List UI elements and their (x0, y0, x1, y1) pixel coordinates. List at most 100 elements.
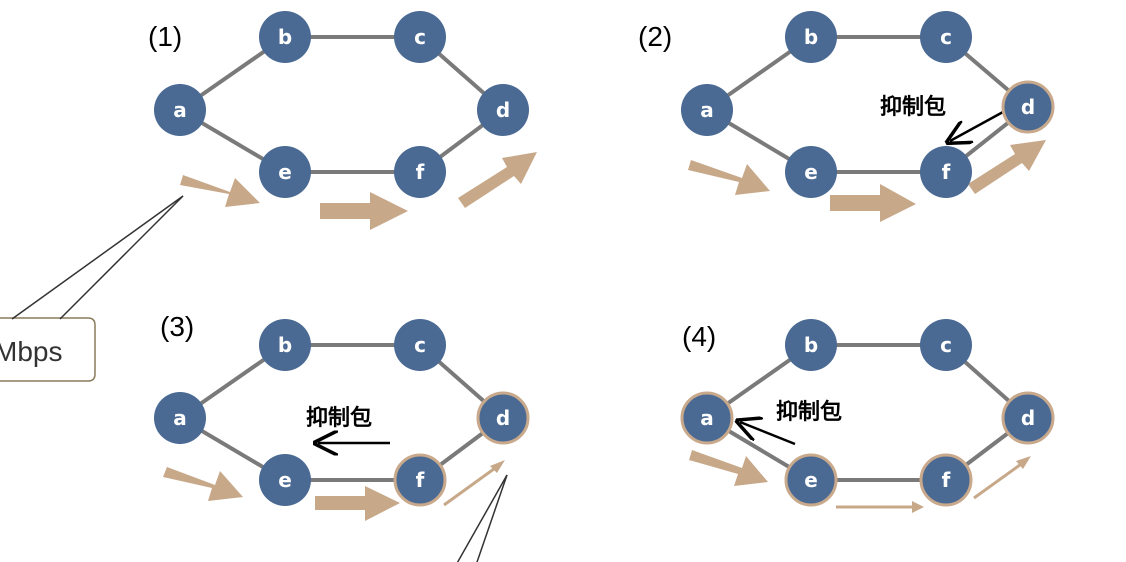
node-e: e (259, 454, 311, 506)
node-circle (476, 391, 530, 445)
node-circle (259, 11, 311, 63)
flow-arrow (912, 501, 924, 513)
node-a: a (154, 84, 206, 136)
callout-box (0, 317, 96, 382)
node-circle (259, 146, 311, 198)
node-label: f (942, 160, 951, 184)
node-circle (920, 319, 972, 371)
node-label: e (278, 160, 292, 184)
pause-packet-label: 抑制包 (306, 405, 372, 431)
node-label: c (940, 25, 952, 49)
flow-arrow (458, 152, 537, 208)
panel-label: (1) (148, 21, 182, 52)
node-circle (785, 146, 837, 198)
flow-arrow (315, 486, 400, 521)
panel-label: (4) (682, 321, 716, 352)
panel-4: (4) 抑制包 a b c d e f (680, 319, 1055, 513)
node-label: f (942, 468, 951, 492)
node-b: b (259, 319, 311, 371)
node-a: a (154, 392, 206, 444)
node-circle (680, 391, 734, 445)
flow-arrow (320, 192, 408, 230)
node-e: e (784, 453, 838, 507)
callout-line (59, 195, 184, 320)
node-a: a (680, 391, 734, 445)
node-c: c (920, 11, 972, 63)
node-c: c (394, 319, 446, 371)
panel-label: (3) (160, 311, 194, 342)
node-label: e (278, 468, 292, 492)
node-label: c (414, 333, 426, 357)
node-c: c (920, 319, 972, 371)
callout-text: Mbps (0, 336, 62, 367)
panel-3: (3) 抑制包 a b c d e f (154, 311, 530, 562)
panel-label: (2) (638, 21, 672, 52)
panel-2: (2) 抑制包 a b c d e f (638, 11, 1055, 222)
node-f: f (393, 453, 447, 507)
node-circle (785, 319, 837, 371)
node-circle (393, 453, 447, 507)
node-circle (259, 319, 311, 371)
node-label: f (416, 160, 425, 184)
node-label: d (1021, 406, 1035, 430)
node-circle (784, 453, 838, 507)
node-label: d (1021, 95, 1035, 119)
node-circle (920, 11, 972, 63)
node-c: c (394, 11, 446, 63)
pause-packet-label: 抑制包 (880, 94, 946, 120)
pause-packet-label: 抑制包 (776, 399, 842, 425)
node-label: b (804, 333, 818, 357)
node-circle (1001, 80, 1055, 134)
node-label: a (173, 406, 187, 430)
node-d: d (476, 391, 530, 445)
node-label: b (278, 333, 292, 357)
node-circle (477, 84, 529, 136)
node-e: e (259, 146, 311, 198)
node-label: c (414, 25, 426, 49)
topology-edges (705, 343, 1030, 482)
node-b: b (259, 11, 311, 63)
node-b: b (785, 11, 837, 63)
callout-line (476, 474, 508, 562)
node-f: f (920, 146, 972, 198)
node-circle (919, 453, 973, 507)
node-circle (394, 11, 446, 63)
node-f: f (394, 146, 446, 198)
node-label: d (496, 98, 510, 122)
node-label: a (700, 98, 714, 122)
flow-arrow (830, 184, 916, 222)
node-label: a (173, 98, 187, 122)
node-circle (920, 146, 972, 198)
node-circle (394, 146, 446, 198)
flow-arrow (180, 175, 260, 207)
flow-arrow (1016, 456, 1031, 469)
node-circle (785, 11, 837, 63)
flow-arrow (689, 450, 768, 486)
bandwidth-callout: Mbps (0, 195, 184, 382)
node-circle (154, 392, 206, 444)
node-label: b (804, 25, 818, 49)
flow-arrow (968, 140, 1046, 194)
flow-arrow (443, 464, 499, 507)
node-label: d (496, 406, 510, 430)
node-label: e (804, 160, 818, 184)
flow-arrow (688, 160, 770, 195)
node-label: e (804, 468, 818, 492)
callout-line (11, 195, 184, 320)
node-a: a (681, 84, 733, 136)
node-label: f (416, 468, 425, 492)
flow-arrow (973, 460, 1025, 500)
flow-arrow (163, 467, 243, 501)
topology-edges (178, 35, 505, 174)
node-d: d (1001, 391, 1055, 445)
node-d: d (477, 84, 529, 136)
topology-edges (705, 35, 1030, 174)
pause-packet-arrow (950, 110, 1004, 141)
node-circle (259, 454, 311, 506)
node-circle (681, 84, 733, 136)
node-label: a (700, 406, 714, 430)
flow-arrow (490, 460, 505, 473)
node-label: b (278, 25, 292, 49)
pause-packet-arrow (740, 422, 796, 446)
